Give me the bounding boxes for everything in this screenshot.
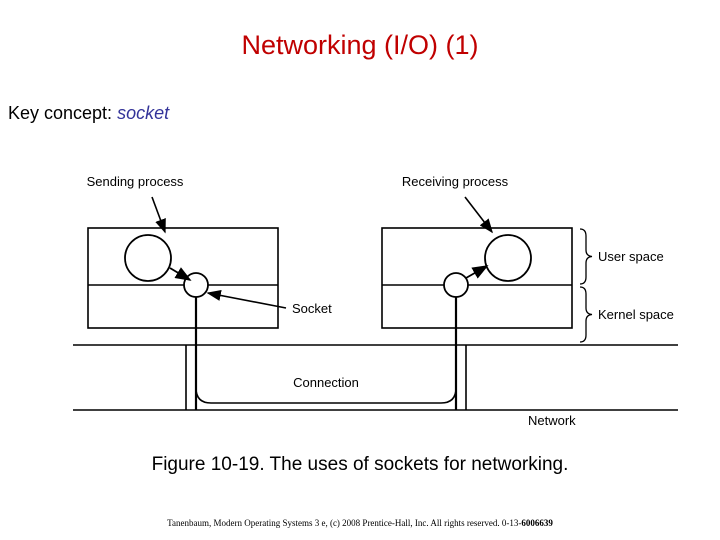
sending-host-box <box>87 227 279 329</box>
receiving-host-box <box>381 227 573 329</box>
sending-process-leader <box>151 196 166 234</box>
sending-socket-circle <box>183 272 209 298</box>
user-space-brace <box>579 228 593 285</box>
connection-path <box>195 300 457 404</box>
socket-label: Socket <box>292 301 332 316</box>
page-title: Networking (I/O) (1) <box>241 30 479 60</box>
user-space-label: User space <box>598 249 664 264</box>
figure-caption: Figure 10-19. The uses of sockets for ne… <box>151 454 569 475</box>
kernel-space-label: Kernel space <box>598 307 674 322</box>
sending-process-circle <box>124 234 172 282</box>
receiving-process-label: Receiving process <box>402 174 509 189</box>
receiving-socket-circle <box>443 272 469 298</box>
socket-leader <box>206 289 287 309</box>
network-label: Network <box>528 413 576 428</box>
sending-process-label: Sending process <box>87 174 184 189</box>
key-concept-lead: Key concept: <box>8 103 118 123</box>
receive-flow-arrow <box>465 265 489 279</box>
key-concept-term: socket <box>117 103 170 123</box>
key-concept-line: Key concept: socket <box>8 101 169 125</box>
footer-credit: Tanenbaum, Modern Operating Systems 3 e,… <box>0 517 720 529</box>
footer-isbn: 6006639 <box>521 518 553 528</box>
figure-diagram: Sending process Receiving process Socket <box>0 150 720 435</box>
receiving-process-circle <box>484 234 532 282</box>
receiving-process-leader <box>464 196 493 234</box>
kernel-space-brace <box>579 286 593 343</box>
send-flow-arrow <box>169 267 192 281</box>
connection-label: Connection <box>293 375 359 390</box>
footer-credit-text: Tanenbaum, Modern Operating Systems 3 e,… <box>167 518 522 528</box>
network-band <box>73 344 678 411</box>
